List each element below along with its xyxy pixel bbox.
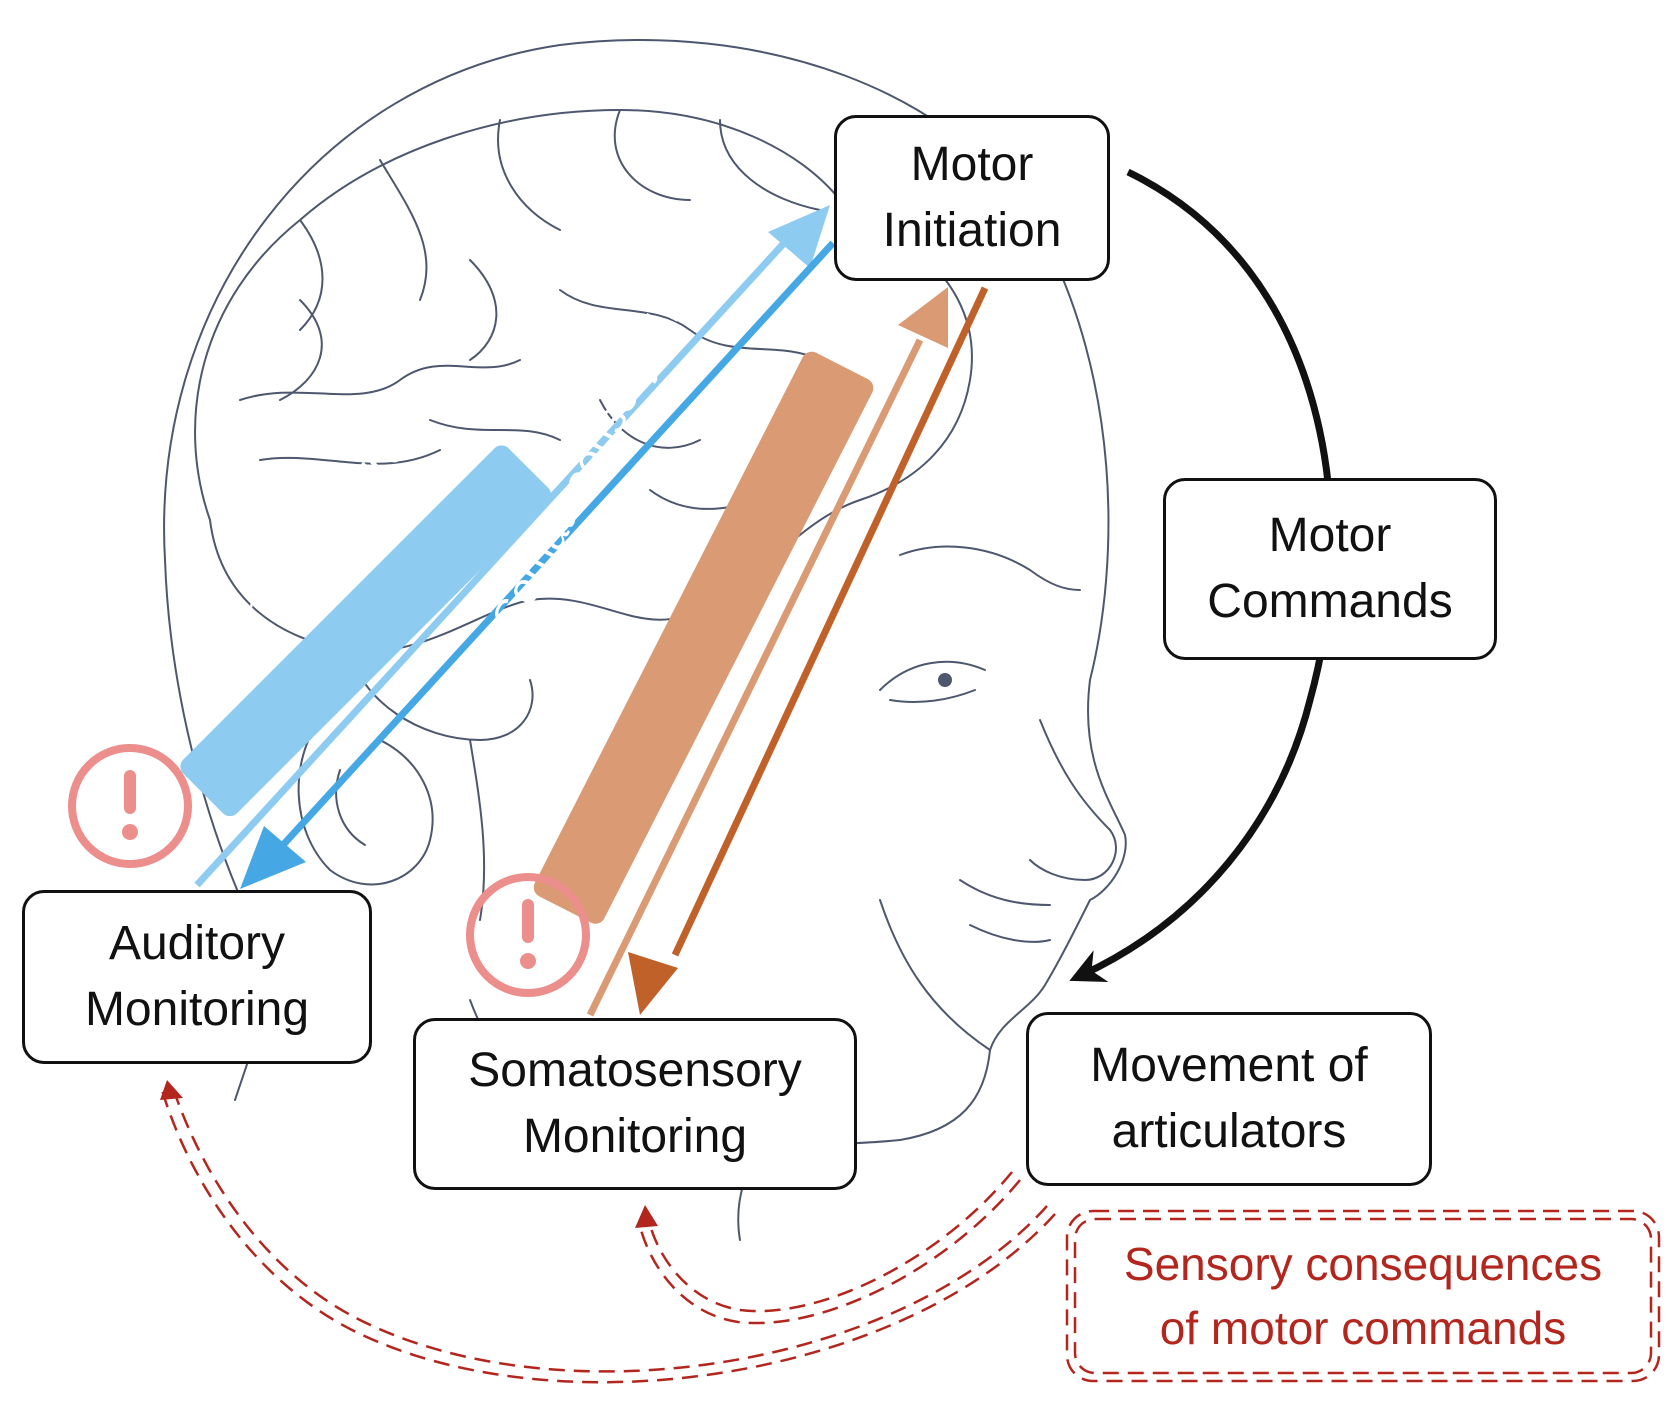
auditory-monitoring-line1: Auditory (108, 917, 286, 970)
movement-line2: articulators (1111, 1105, 1347, 1158)
auditory-feedback-arrowhead (160, 1080, 183, 1100)
movement-line1: Movement of (1090, 1039, 1368, 1092)
motor-initiation-node: Motor Initiation (834, 115, 1110, 281)
somatosensory-monitoring-node: Somatosensory Monitoring (413, 1018, 857, 1190)
somatosensory-feedback-arrowhead (635, 1205, 658, 1228)
alert-icon (68, 744, 192, 868)
movement-of-articulators-node: Movement of articulators (1026, 1012, 1432, 1186)
motor-commands-node: Motor Commands (1163, 478, 1497, 660)
somatosensory-arrowhead-up (898, 287, 948, 348)
auditory-arrowhead-up (768, 205, 830, 268)
somatosensory-monitoring-line2: Monitoring (522, 1110, 748, 1163)
motor-initiation-line2: Initiation (882, 204, 1062, 257)
motor-initiation-line1: Motor (910, 138, 1034, 191)
somatosensory-error-arrows (533, 286, 989, 1017)
auditory-monitoring-node: Auditory Monitoring (22, 890, 372, 1064)
somatosensory-monitoring-line1: Somatosensory (468, 1044, 802, 1097)
motor-commands-line1: Motor (1268, 509, 1392, 562)
somatosensory-arrowhead-down (628, 952, 678, 1015)
sensory-line1: Sensory consequences (1123, 1238, 1603, 1290)
alert-icon (466, 873, 590, 997)
sensory-consequences-box (1065, 1209, 1661, 1383)
auditory-arrowhead-down (240, 826, 306, 889)
sensory-consequences-text: Sensory consequences of motor commands (1067, 1211, 1659, 1381)
sensory-feedback-arrows (160, 1084, 1056, 1384)
sensory-line2: of motor commands (1159, 1302, 1567, 1354)
motor-commands-line2: Commands (1207, 575, 1453, 628)
auditory-error-arrows (180, 205, 836, 889)
auditory-monitoring-line2: Monitoring (84, 983, 310, 1036)
